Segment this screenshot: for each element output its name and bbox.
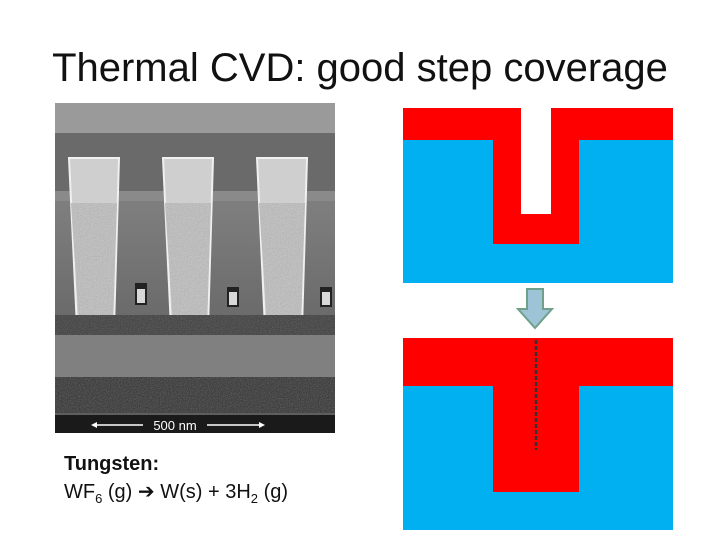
slide-title: Thermal CVD: good step coverage — [52, 46, 668, 90]
reaction-arrow-icon: ➔ — [137, 481, 155, 503]
material-label: Tungsten: — [64, 453, 160, 475]
tungsten-plug — [67, 157, 121, 329]
reaction-equation: WF6 (g) ➔ W(s) + 3H2 (g) — [64, 481, 289, 506]
tungsten-plug — [255, 157, 309, 329]
deposited-film — [403, 338, 673, 492]
tungsten-plug — [161, 157, 215, 329]
process-arrow-icon — [515, 288, 555, 330]
sem-micrograph: 500 nm — [55, 103, 335, 433]
filled-trench-diagram — [403, 338, 673, 530]
remaining-trench-gap — [521, 108, 551, 214]
reaction-caption: Tungsten: WF6 (g) ➔ W(s) + 3H2 (g) — [64, 450, 288, 513]
scale-bar-label: 500 nm — [153, 418, 196, 433]
conformal-film-diagram — [403, 108, 673, 283]
